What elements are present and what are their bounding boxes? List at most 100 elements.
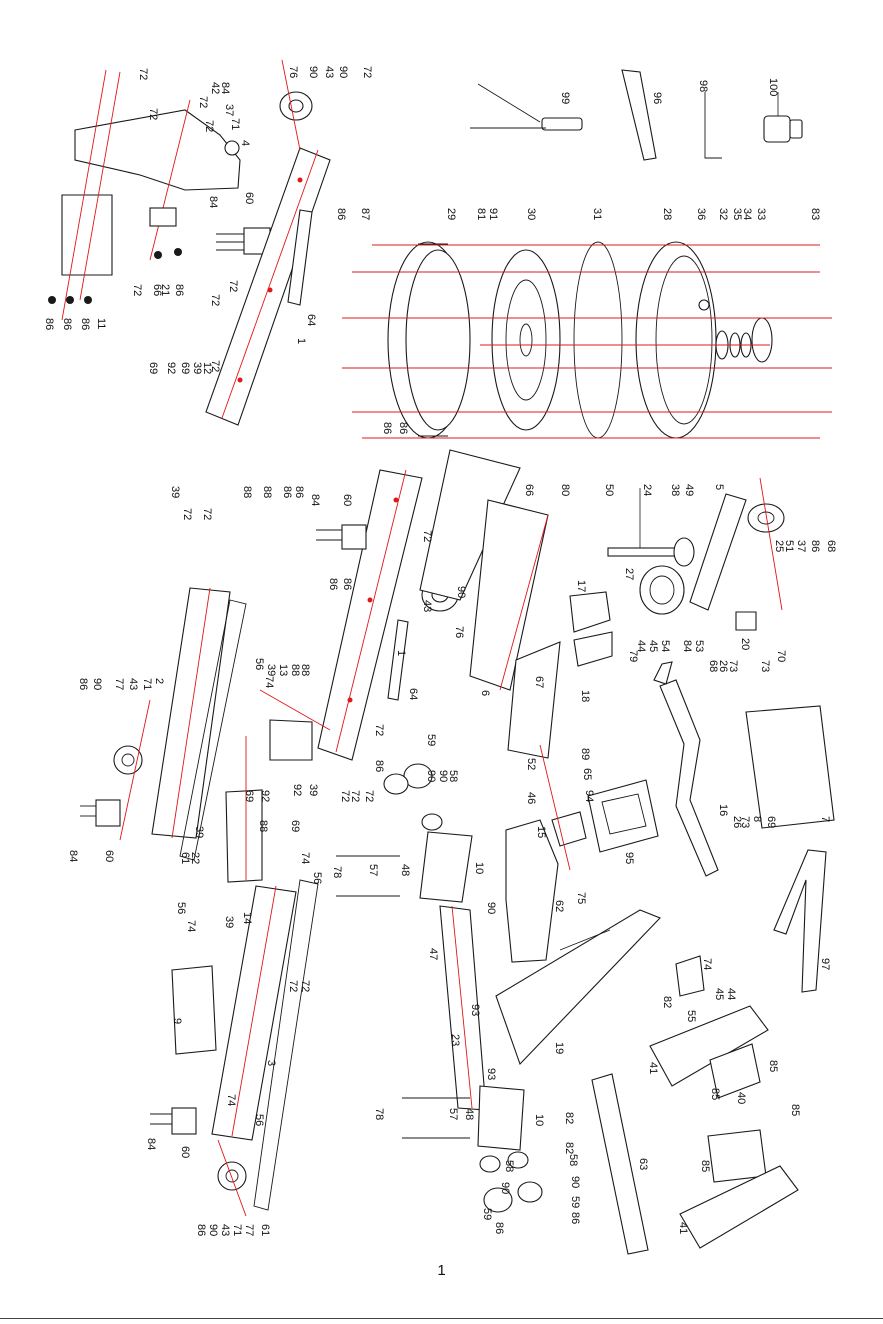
callout-90: 90 — [307, 66, 319, 78]
callout-85: 85 — [699, 1160, 711, 1172]
callout-43: 43 — [127, 678, 139, 690]
callout-37: 37 — [223, 104, 235, 116]
part-10-slide-block-lower — [477, 1085, 525, 1151]
flywheel-assembly-axes — [342, 244, 832, 439]
callout-71: 71 — [229, 118, 241, 130]
callout-75: 75 — [575, 892, 587, 904]
part-1-upper-rail — [205, 147, 331, 426]
callout-86: 86 — [195, 1224, 207, 1236]
callout-26: 26 — [731, 816, 743, 828]
callout-58: 58 — [503, 1160, 515, 1172]
callout-52: 52 — [525, 758, 537, 770]
callout-86: 86 — [43, 318, 55, 330]
callout-88: 88 — [289, 664, 301, 676]
callout-39: 39 — [191, 362, 203, 374]
part-63-footplate — [591, 1073, 649, 1255]
callout-88: 88 — [299, 664, 311, 676]
callout-88: 88 — [261, 486, 273, 498]
callout-86: 86 — [381, 422, 393, 434]
callout-17: 17 — [575, 580, 587, 592]
callout-80: 80 — [559, 484, 571, 496]
callout-12: 12 — [201, 362, 213, 374]
callout-49: 49 — [683, 484, 695, 496]
callout-3: 3 — [265, 1060, 277, 1066]
callout-86: 86 — [61, 318, 73, 330]
callout-86: 86 — [809, 540, 821, 552]
callout-56: 56 — [253, 658, 265, 670]
callout-64: 64 — [305, 314, 317, 326]
callout-90: 90 — [569, 1176, 581, 1188]
callout-61: 61 — [259, 1224, 271, 1236]
callout-48: 48 — [399, 864, 411, 876]
callout-45: 45 — [647, 640, 659, 652]
callout-84: 84 — [207, 196, 219, 208]
part-96-wrench — [621, 69, 657, 161]
callout-2: 2 — [153, 678, 165, 684]
part-62-seat — [505, 819, 559, 963]
callout-47: 47 — [427, 948, 439, 960]
callout-86: 86 — [293, 486, 305, 498]
part-68-wheel-assembly — [747, 477, 785, 611]
callout-51: 51 — [783, 540, 795, 552]
callout-85: 85 — [767, 1060, 779, 1072]
callout-69: 69 — [179, 362, 191, 374]
callout-96: 96 — [651, 92, 663, 104]
part-38-pulley — [673, 537, 695, 567]
callout-54: 54 — [659, 640, 671, 652]
part-55-pivot — [675, 955, 705, 997]
callout-72: 72 — [131, 284, 143, 296]
callout-86: 86 — [493, 1222, 505, 1234]
callout-13: 13 — [277, 664, 289, 676]
callout-25: 25 — [773, 540, 785, 552]
callout-70: 70 — [775, 650, 787, 662]
part-64-strip — [287, 209, 409, 701]
callout-90: 90 — [337, 66, 349, 78]
hardware-group-upper-left — [48, 69, 191, 321]
callout-58: 58 — [567, 1154, 579, 1166]
callout-55: 55 — [685, 1010, 697, 1022]
callout-90: 90 — [425, 770, 437, 782]
part-5-arm — [689, 493, 747, 611]
callout-58: 58 — [447, 770, 459, 782]
callout-46: 46 — [525, 792, 537, 804]
callout-35: 35 — [731, 208, 743, 220]
callout-72: 72 — [299, 980, 311, 992]
callout-77: 77 — [243, 1224, 255, 1236]
part-17-bracket — [569, 591, 613, 667]
callout-66: 66 — [523, 484, 535, 496]
callout-66: 66 — [151, 284, 163, 296]
callout-27: 27 — [623, 568, 635, 580]
callout-89: 89 — [579, 748, 591, 760]
part-67-plate — [507, 641, 561, 759]
callout-71: 71 — [141, 678, 153, 690]
part-10-slide-block-upper — [419, 831, 473, 903]
callout-79: 79 — [627, 650, 639, 662]
callout-59: 59 — [569, 1196, 581, 1208]
part-30-fan-wheel — [491, 249, 561, 431]
callout-42: 42 — [209, 82, 221, 94]
callout-72: 72 — [203, 120, 215, 132]
part-14-frame-bracket — [225, 719, 313, 883]
part-43-wheel-left — [113, 745, 143, 775]
callout-56: 56 — [253, 1114, 265, 1126]
callout-72: 72 — [209, 294, 221, 306]
part-6-mount-plate — [469, 499, 549, 691]
part-60-end-cap-upper — [216, 227, 271, 255]
part-4-upper-bracket — [61, 109, 241, 276]
callout-10: 10 — [473, 862, 485, 874]
callout-19: 19 — [553, 1042, 565, 1054]
part-19-base-frame — [495, 909, 661, 1066]
callout-39: 39 — [193, 826, 205, 838]
callout-72: 72 — [361, 66, 373, 78]
callout-84: 84 — [219, 82, 231, 94]
callout-72: 72 — [197, 96, 209, 108]
callout-67: 67 — [533, 676, 545, 688]
callout-86: 86 — [569, 1212, 581, 1224]
callout-81: 81 — [475, 208, 487, 220]
part-60-end-cap-left — [80, 799, 121, 827]
callout-29: 29 — [445, 208, 457, 220]
part-60-end-cap-mid — [316, 524, 367, 550]
callout-39: 39 — [265, 664, 277, 676]
callout-100: 100 — [767, 78, 779, 96]
part-78-bolts — [336, 855, 470, 1139]
